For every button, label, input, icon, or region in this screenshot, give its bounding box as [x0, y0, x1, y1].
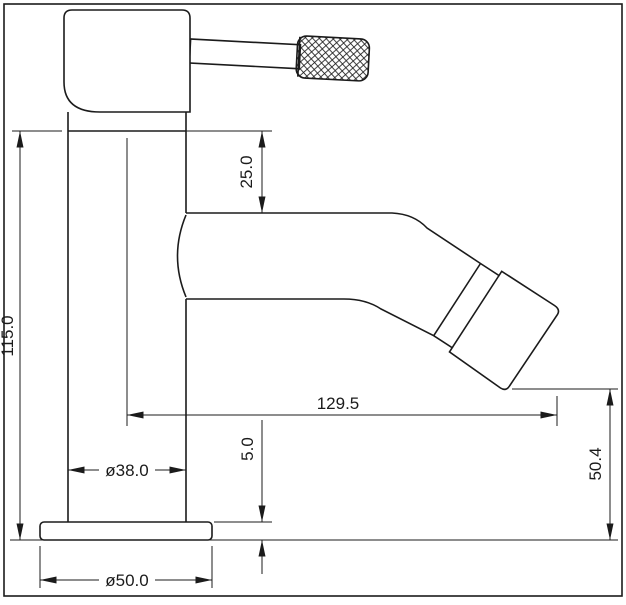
dimension-base-thickness: 5.0 — [238, 420, 266, 574]
spout-fill — [186, 213, 559, 390]
spout-body-intersection-curve — [176, 214, 187, 298]
handle-grip-joint-line — [297, 36, 301, 77]
spout-outline — [186, 212, 560, 391]
handle-stem — [188, 38, 302, 70]
dimension-body-height: 115.0 — [0, 131, 24, 540]
dim-label-spout-reach: 129.5 — [317, 394, 360, 413]
dim-label-head-to-spout: 25.0 — [237, 155, 256, 188]
drawing-border — [3, 3, 623, 597]
dim-label-mask-base-diameter — [99, 571, 155, 589]
dim-label-body-height: 115.0 — [0, 315, 17, 356]
spout — [176, 212, 560, 391]
handle-lever — [188, 35, 371, 82]
spout-collar-ring — [433, 263, 482, 337]
dim-label-base-thickness: 5.0 — [238, 437, 257, 461]
dim-label-body-diameter: ø38.0 — [105, 461, 148, 480]
dim-label-mask-body-diameter — [99, 461, 155, 479]
handle-grip-knurled — [295, 35, 371, 82]
dim-label-outlet-height: 50.4 — [586, 447, 605, 480]
faucet — [39, 9, 560, 541]
faucet-body — [67, 112, 187, 522]
dimension-spout-reach: 129.5 — [127, 394, 557, 419]
base-flange — [39, 521, 213, 541]
dimension-body-diameter: ø38.0 — [68, 461, 186, 480]
dimension-base-diameter: ø50.0 — [40, 571, 212, 590]
dimension-head-to-spout: 25.0 — [237, 131, 266, 213]
extension-lines — [10, 130, 618, 588]
dim-label-base-diameter: ø50.0 — [105, 571, 148, 590]
faucet-head — [63, 9, 191, 113]
dimension-outlet-height: 50.4 — [586, 389, 614, 540]
aerator-step-ring — [451, 275, 500, 349]
